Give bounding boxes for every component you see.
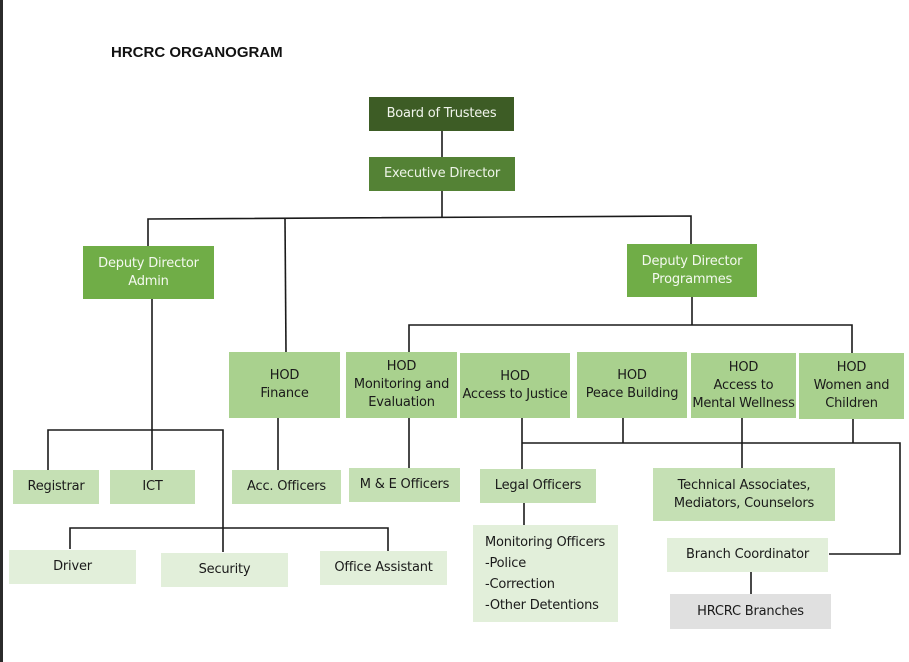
node-label: HOD — [617, 368, 647, 383]
node-hod-monitoring-evaluation[interactable]: HOD Monitoring and Evaluation — [346, 352, 457, 418]
connector-programmes-bus — [408, 324, 853, 353]
node-security[interactable]: Security — [161, 553, 288, 587]
node-board-of-trustees[interactable]: Board of Trustees — [369, 97, 514, 131]
node-hod-finance[interactable]: HOD Finance — [229, 352, 340, 418]
node-label: Finance — [260, 386, 309, 401]
node-label: Access to — [713, 377, 774, 393]
node-label: -Police — [485, 555, 526, 571]
node-label: ICT — [142, 479, 163, 494]
node-office-assistant[interactable]: Office Assistant — [320, 551, 447, 585]
node-label: Board of Trustees — [386, 106, 497, 121]
node-hod-peace-building[interactable]: HOD Peace Building — [577, 352, 687, 418]
node-label: Admin — [128, 273, 169, 289]
page-title: HRCRC ORGANOGRAM — [111, 44, 283, 61]
node-monitoring-officers[interactable]: Monitoring Officers -Police -Correction … — [473, 525, 618, 622]
node-label: Technical Associates, — [677, 477, 811, 493]
node-label: Office Assistant — [334, 560, 433, 575]
node-label: Deputy Director — [98, 255, 199, 271]
node-label: Acc. Officers — [247, 479, 326, 494]
node-label: Access to Justice — [462, 386, 568, 402]
node-hod-women-children[interactable]: HOD Women and Children — [799, 353, 904, 419]
node-label: Monitoring Officers — [485, 534, 606, 550]
connector-exec-bus — [147, 215, 692, 246]
node-legal-officers[interactable]: Legal Officers — [480, 469, 596, 503]
node-label: Registrar — [27, 479, 85, 494]
node-label: Driver — [53, 559, 92, 574]
node-label: Children — [825, 396, 878, 411]
node-label: Mental Wellness — [692, 395, 795, 411]
node-label: Branch Coordinator — [686, 547, 809, 562]
node-label: HOD — [836, 360, 867, 375]
node-technical-associates[interactable]: Technical Associates, Mediators, Counsel… — [653, 468, 835, 521]
node-label: HOD — [728, 359, 759, 375]
node-deputy-director-admin[interactable]: Deputy Director Admin — [83, 246, 214, 299]
node-driver[interactable]: Driver — [9, 550, 136, 584]
connector-justice-bus — [522, 442, 901, 555]
node-executive-director[interactable]: Executive Director — [369, 157, 515, 191]
node-label: Women and — [813, 378, 890, 393]
node-acc-officers[interactable]: Acc. Officers — [232, 470, 341, 504]
node-label: -Other Detentions — [485, 597, 599, 613]
node-label: HOD — [269, 368, 300, 383]
node-hod-access-to-justice[interactable]: HOD Access to Justice — [460, 353, 570, 418]
node-label: Executive Director — [383, 166, 501, 181]
node-label: Evaluation — [368, 395, 435, 410]
node-ict[interactable]: ICT — [110, 470, 195, 504]
node-label: HOD — [386, 359, 417, 374]
node-hrcrc-branches[interactable]: HRCRC Branches — [670, 594, 831, 629]
node-label: Security — [198, 562, 251, 577]
connector-admin-bus — [47, 429, 224, 552]
node-me-officers[interactable]: M & E Officers — [349, 468, 460, 502]
node-label: HOD — [500, 368, 530, 384]
connector-finance — [284, 218, 287, 353]
node-label: -Correction — [485, 576, 555, 592]
node-label: Programmes — [651, 271, 733, 287]
node-label: Peace Building — [585, 386, 679, 401]
node-branch-coordinator[interactable]: Branch Coordinator — [667, 538, 828, 572]
node-label: Mediators, Counselors — [673, 495, 815, 511]
node-label: Legal Officers — [494, 478, 582, 493]
node-label: Deputy Director — [641, 253, 743, 269]
node-label: M & E Officers — [359, 477, 450, 492]
node-registrar[interactable]: Registrar — [13, 470, 99, 504]
node-hod-mental-wellness[interactable]: HOD Access to Mental Wellness — [691, 353, 796, 418]
connector-support-bus — [69, 527, 389, 551]
node-label: Monitoring and — [353, 377, 450, 392]
node-deputy-director-programmes[interactable]: Deputy Director Programmes — [627, 244, 757, 297]
node-label: HRCRC Branches — [697, 603, 804, 619]
window-left-border — [0, 0, 3, 662]
